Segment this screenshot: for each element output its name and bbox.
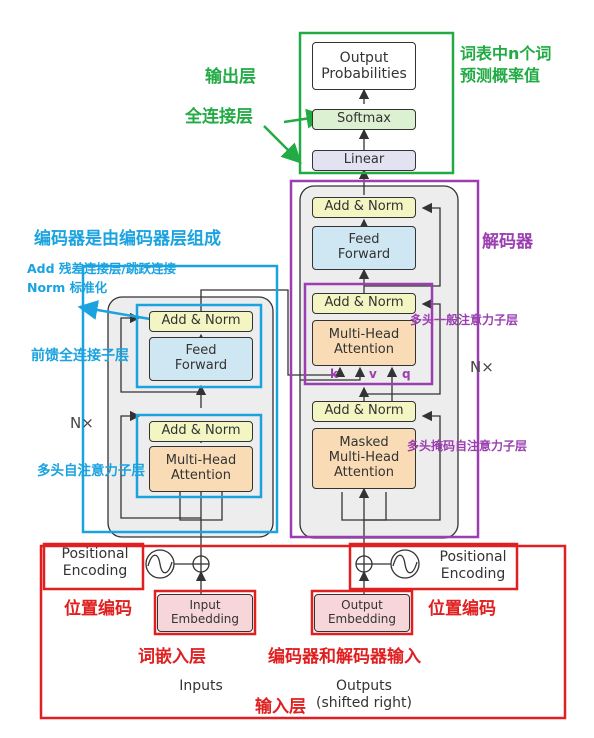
decoder-mha-line1: Multi-Head xyxy=(328,327,400,343)
mha-sublayer-frame xyxy=(135,413,263,499)
annotation-fully-connected: 全连接层 xyxy=(185,107,253,127)
decoder-add-norm-top: Add & Norm xyxy=(312,197,416,218)
softmax-label: Softmax xyxy=(337,111,391,127)
annotation-ffn-sublayer: 前馈全连接子层 xyxy=(31,348,129,364)
annotation-word-embedding: 词嵌入层 xyxy=(138,647,206,667)
annotation-vocab-probs-line1: 词表中n个词 xyxy=(460,44,552,63)
input-embedding-frame xyxy=(153,589,257,636)
pos-left-line2: Encoding xyxy=(62,562,128,579)
input-embedding-line2: Embedding xyxy=(170,612,240,626)
input-layer-frame xyxy=(39,544,567,720)
output-probabilities-box: Output Probabilities xyxy=(312,42,416,90)
decoder-v-label: v xyxy=(369,367,377,381)
outputs-label: Outputs (shifted right) xyxy=(304,678,424,712)
encoder-add-norm-bottom-label: Add & Norm xyxy=(161,423,241,439)
linear-label: Linear xyxy=(343,152,385,168)
outputs-line2: (shifted right) xyxy=(316,694,412,711)
input-embedding-box: Input Embedding xyxy=(157,594,253,632)
output-embedding-line2: Embedding xyxy=(327,612,397,626)
decoder-nx-label: N× xyxy=(470,358,494,376)
encoder-add-norm-bottom: Add & Norm xyxy=(149,421,253,442)
encoder-stack-bg xyxy=(107,296,274,538)
positional-encoding-left: Positional Encoding xyxy=(50,546,140,580)
output-embedding-frame xyxy=(310,589,414,636)
outputs-line1: Outputs xyxy=(336,678,392,694)
pos-enc-right-frame xyxy=(348,542,519,591)
encoder-multi-head-attention: Multi-Head Attention xyxy=(149,446,253,492)
encoder-mha-line2: Attention xyxy=(171,468,231,483)
decoder-masked-mha-line1: Multi-Head xyxy=(328,450,400,466)
encoder-ffn-line2: Forward xyxy=(174,358,228,373)
decoder-masked-multi-head-attention: Masked Multi-Head Attention xyxy=(312,428,416,489)
decoder-add-norm-top-label: Add & Norm xyxy=(324,199,404,215)
annotation-decoder-mha: 多头一般注意力子层 xyxy=(410,313,519,327)
annotation-decoder-masked: 多头掩码自注意力子层 xyxy=(407,439,528,453)
output-layer-frame xyxy=(298,31,455,175)
output-probabilities-line1: Output xyxy=(339,49,389,66)
encoder-add-norm-top-label: Add & Norm xyxy=(161,313,241,329)
encoder-ffn-line1: Feed xyxy=(185,343,217,359)
decoder-add-norm-bottom: Add & Norm xyxy=(312,401,416,422)
annotation-vocab-probs-line2: 预测概率值 xyxy=(460,65,541,85)
decoder-add-norm-mid-label: Add & Norm xyxy=(324,295,404,311)
encoder-feed-forward: Feed Forward xyxy=(149,337,253,381)
annotation-input-layer: 输入层 xyxy=(255,697,306,717)
inputs-label: Inputs xyxy=(179,678,223,694)
annotation-vocab-probs: 词表中n个词 预测概率值 xyxy=(460,43,551,86)
linear-box: Linear xyxy=(312,150,416,171)
decoder-ffn-line2: Forward xyxy=(337,247,391,262)
decoder-masked-line: Masked xyxy=(339,435,389,451)
annotation-pos-enc-right: 位置编码 xyxy=(428,599,496,619)
decoder-mha-line2: Attention xyxy=(334,342,394,357)
annotation-norm: Norm 标准化 xyxy=(27,280,108,295)
pos-right-line1: Positional xyxy=(439,549,507,565)
annotation-pos-enc-left: 位置编码 xyxy=(64,599,132,619)
decoder-frame xyxy=(289,179,480,539)
encoder-frame xyxy=(81,264,279,534)
softmax-box: Softmax xyxy=(312,109,416,130)
decoder-add-norm-mid: Add & Norm xyxy=(312,293,416,314)
encoder-mha-line1: Multi-Head xyxy=(165,453,237,469)
encoder-nx-label: N× xyxy=(70,414,94,432)
decoder-add-norm-bottom-label: Add & Norm xyxy=(324,403,404,419)
decoder-ffn-line1: Feed xyxy=(348,232,380,248)
annotation-enc-dec-input: 编码器和解码器输入 xyxy=(268,647,421,667)
annotation-output-layer: 输出层 xyxy=(205,67,256,87)
pos-left-line1: Positional xyxy=(61,546,129,562)
positional-encoding-right: Positional Encoding xyxy=(428,549,518,583)
annotation-decoder: 解码器 xyxy=(482,232,533,252)
pos-right-line2: Encoding xyxy=(440,565,506,582)
input-embedding-line1: Input xyxy=(189,598,221,613)
decoder-q-label: q xyxy=(402,367,411,381)
annotation-mha-sublayer: 多头自注意力子层 xyxy=(37,463,145,479)
decoder-k-label: k xyxy=(330,367,338,381)
pos-enc-left-frame xyxy=(42,542,145,591)
ffn-sublayer-frame xyxy=(135,303,263,389)
encoder-add-norm-top: Add & Norm xyxy=(149,311,253,332)
decoder-feed-forward: Feed Forward xyxy=(312,226,416,270)
decoder-multi-head-attention: Multi-Head Attention xyxy=(312,320,416,366)
annotation-encoder-composed: 编码器是由编码器层组成 xyxy=(34,229,221,249)
output-embedding-box: Output Embedding xyxy=(314,594,410,632)
decoder-masked-mha-line2: Attention xyxy=(334,464,394,480)
decoder-mha-frame xyxy=(303,282,434,386)
annotation-add: Add 残差连接层/跳跃连接 xyxy=(27,261,176,276)
output-probabilities-line2: Probabilities xyxy=(321,66,407,82)
output-embedding-line1: Output xyxy=(341,598,383,613)
